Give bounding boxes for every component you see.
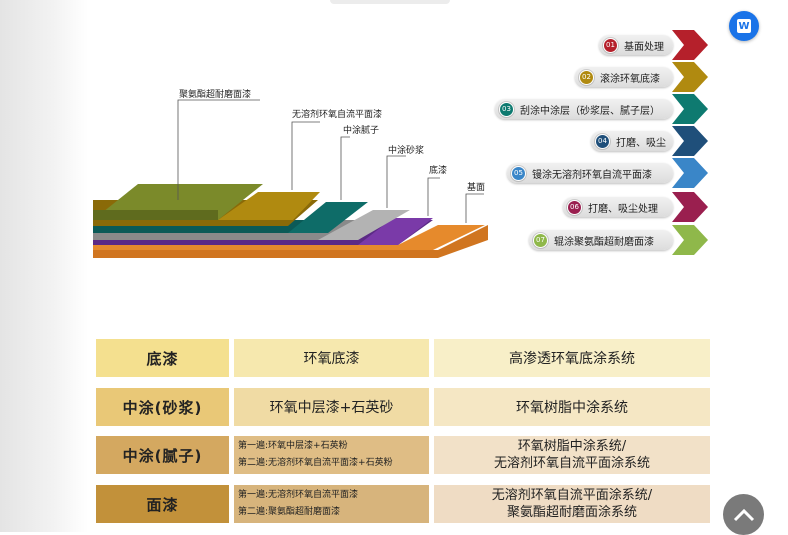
scroll-to-top-button[interactable] xyxy=(723,494,764,535)
step-number-badge: 04 xyxy=(595,133,610,149)
process-step: 03 刮涂中涂层（砂浆层、腻子层） xyxy=(495,99,673,119)
chevron-arrow-icon xyxy=(672,94,708,124)
table-cell-name: 面漆 xyxy=(96,485,229,523)
table-cell-product: 第一遍:无溶剂环氧自流平面漆 第二遍:聚氨酯超耐磨面漆 xyxy=(234,485,429,523)
step-label: 打磨、吸尘 xyxy=(616,137,666,149)
layer-base-side xyxy=(93,225,488,258)
process-step: 06 打磨、吸尘处理 xyxy=(563,197,673,217)
process-step: 01 基面处理 xyxy=(599,35,673,55)
product-line: 第二遍:聚氨酯超耐磨面漆 xyxy=(238,507,341,517)
step-label: 辊涂聚氨酯超耐磨面漆 xyxy=(554,236,654,248)
word-document-button[interactable]: W xyxy=(729,11,759,41)
table-cell-system: 环氧树脂中涂系统/ 无溶剂环氧自流平面涂系统 xyxy=(434,436,710,474)
chevron-arrow-icon xyxy=(672,126,708,156)
product-line: 第二遍:无溶剂环氧自流平面漆+石英粉 xyxy=(238,458,393,468)
layer-primer-top xyxy=(358,218,433,245)
system-line: 无溶剂环氧自流平面涂系统 xyxy=(493,456,650,471)
leader-line xyxy=(177,99,260,200)
layer-label: 基面 xyxy=(467,181,485,193)
layer-label: 聚氨酯超耐磨面漆 xyxy=(179,88,251,100)
chevron-arrow-icon xyxy=(672,192,708,222)
system-line: 环氧树脂中涂系统/ xyxy=(517,439,627,454)
process-step: 02 滚涂环氧底漆 xyxy=(575,67,673,87)
layer-label: 无溶剂环氧自流平面漆 xyxy=(292,108,382,120)
floor-layer-diagram: 聚氨酯超耐磨面漆 无溶剂环氧自流平面漆 中涂腻子 中涂砂浆 底漆 基面 xyxy=(93,88,488,258)
product-line: 第一遍:无溶剂环氧自流平面漆 xyxy=(238,490,359,500)
table-cell-system: 无溶剂环氧自流平面涂系统/ 聚氨酯超耐磨面涂系统 xyxy=(434,485,710,523)
chevron-arrow-icon xyxy=(672,30,708,60)
table-cell-name: 底漆 xyxy=(96,339,229,377)
layer-label: 中涂腻子 xyxy=(343,124,379,136)
layer-label: 底漆 xyxy=(429,164,447,176)
layer-mortar-top xyxy=(318,210,410,240)
step-number-badge: 07 xyxy=(533,232,548,248)
word-doc-icon: W xyxy=(737,19,751,33)
leader-line xyxy=(465,193,484,223)
layer-topcoat-side xyxy=(93,210,218,220)
step-label: 打磨、吸尘处理 xyxy=(588,203,658,215)
step-label: 滚涂环氧底漆 xyxy=(600,73,660,85)
table-cell-product: 第一遍:环氧中层漆+石英粉 第二遍:无溶剂环氧自流平面漆+石英粉 xyxy=(234,436,429,474)
leader-line xyxy=(340,136,350,200)
process-step: 05 镘涂无溶剂环氧自流平面漆 xyxy=(507,163,673,183)
system-line: 无溶剂环氧自流平面涂系统/ xyxy=(491,488,653,503)
chevron-arrow-icon xyxy=(672,225,708,255)
table-cell-system: 环氧树脂中涂系统 xyxy=(434,388,710,426)
system-line: 聚氨酯超耐磨面涂系统 xyxy=(506,505,637,520)
chevron-up-icon xyxy=(733,508,754,521)
process-step: 07 辊涂聚氨酯超耐磨面漆 xyxy=(529,230,673,250)
faded-title-remnant xyxy=(330,0,450,4)
product-line: 第一遍:环氧中层漆+石英粉 xyxy=(238,441,348,451)
table-cell-system: 高渗透环氧底涂系统 xyxy=(434,339,710,377)
step-label: 基面处理 xyxy=(624,41,664,53)
process-step: 04 打磨、吸尘 xyxy=(591,131,673,151)
layer-putty-top xyxy=(288,202,368,233)
table-cell-product: 环氧底漆 xyxy=(234,339,429,377)
chevron-arrow-icon xyxy=(672,62,708,92)
left-edge-shadow xyxy=(0,0,88,532)
table-cell-product: 环氧中层漆+石英砂 xyxy=(234,388,429,426)
step-label: 镘涂无溶剂环氧自流平面漆 xyxy=(532,169,652,181)
step-label: 刮涂中涂层（砂浆层、腻子层） xyxy=(520,105,660,117)
chevron-arrow-icon xyxy=(672,158,708,188)
table-cell-name: 中涂(腻子) xyxy=(96,436,229,474)
step-number-badge: 01 xyxy=(603,37,618,53)
step-number-badge: 02 xyxy=(579,69,594,85)
leader-line xyxy=(291,121,320,190)
step-number-badge: 05 xyxy=(511,165,526,181)
step-number-badge: 03 xyxy=(499,101,514,117)
leader-line xyxy=(386,155,406,208)
leader-line xyxy=(427,177,440,216)
layer-selflevel-top xyxy=(218,192,320,220)
step-number-badge: 06 xyxy=(567,199,582,215)
table-cell-name: 中涂(砂浆) xyxy=(96,388,229,426)
layer-label: 中涂砂浆 xyxy=(388,144,424,156)
